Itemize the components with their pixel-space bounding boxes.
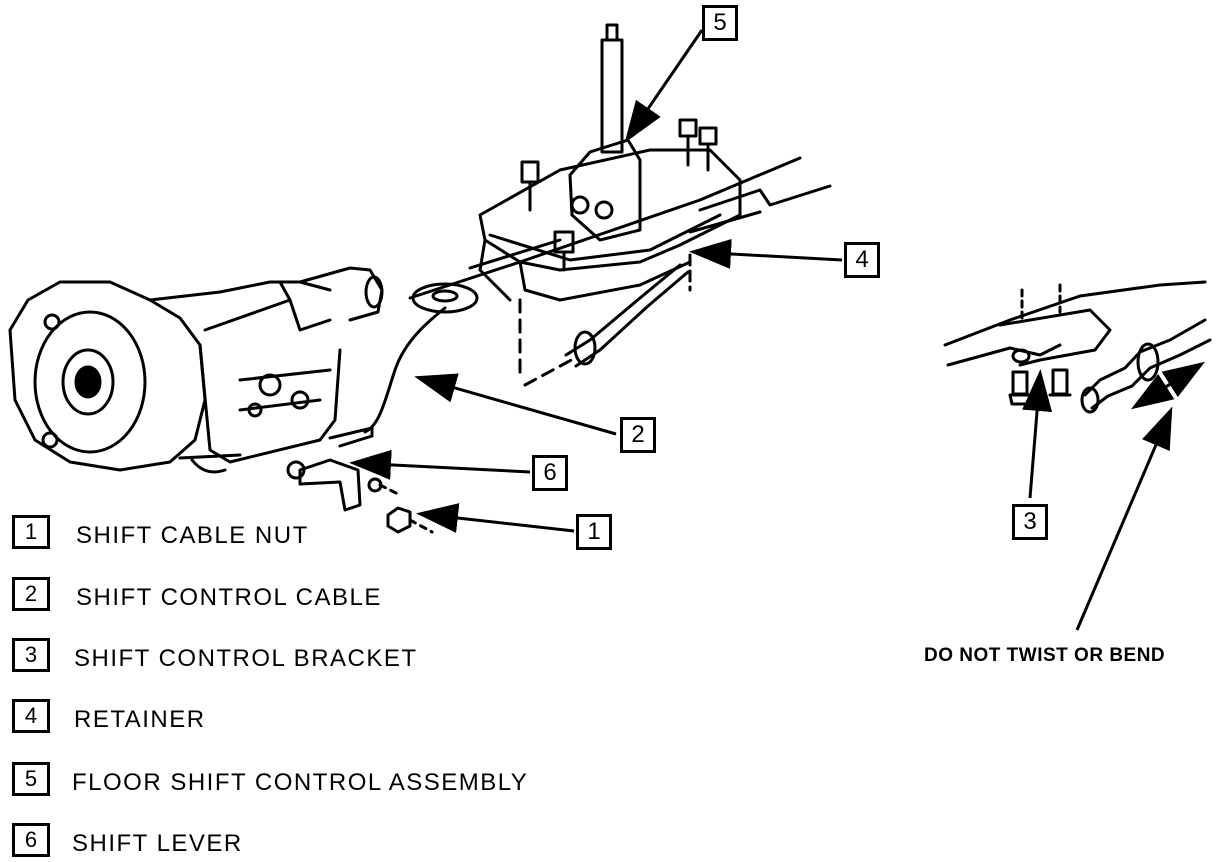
leader-6 [349,449,531,480]
twist-arrow-b [1130,363,1201,410]
callout-1: 1 [576,514,612,550]
caution-note: DO NOT TWIST OR BEND [924,645,1166,666]
transmission-case [8,266,384,472]
callout-5: 5 [702,5,738,41]
leader-4 [689,238,843,269]
floor-pan [408,156,832,300]
leader-1 [416,503,575,533]
note-pointer [1075,406,1173,631]
leader-2 [414,373,617,436]
legend-number: 3 [12,638,50,672]
legend-label: RETAINER [74,706,206,733]
callout-3: 3 [1012,504,1048,540]
legend-number: 6 [12,823,50,857]
leader-3 [1022,369,1053,499]
legend-label: SHIFT CONTROL CABLE [76,584,382,611]
legend-label: SHIFT CONTROL BRACKET [74,645,418,672]
mounting-bolts [520,118,718,272]
legend-label: FLOOR SHIFT CONTROL ASSEMBLY [72,769,529,796]
callout-2: 2 [620,417,656,453]
legend-number: 1 [12,515,50,549]
inset-bracket-detail [943,280,1212,414]
floor-shift-assembly [478,23,742,382]
shift-cable-nut [386,506,434,534]
legend-number: 2 [12,577,50,611]
legend-label: SHIFT CABLE NUT [76,522,309,549]
shift-lever [286,458,402,512]
callout-6: 6 [532,455,568,491]
callout-4: 4 [844,242,880,278]
legend-number: 5 [12,762,50,796]
leader-5 [624,29,704,143]
shift-control-cable [190,263,690,474]
legend-number: 4 [12,699,50,733]
legend-label: SHIFT LEVER [72,830,243,857]
